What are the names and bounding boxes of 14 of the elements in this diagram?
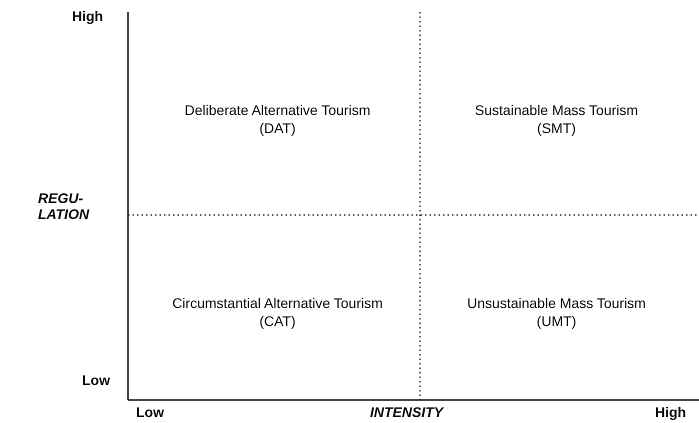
axis-tick-label: Low <box>136 404 164 420</box>
quadrant-label: (DAT) <box>259 118 296 136</box>
quadrant-label: (UMT) <box>536 312 576 330</box>
quadrant-label: Unsustainable Mass Tourism <box>467 294 646 312</box>
axis-tick-label: Low <box>82 372 110 388</box>
axis-tick-label: High <box>655 404 686 420</box>
quadrant-label: Deliberate Alternative Tourism <box>184 100 370 118</box>
quadrant-label: (CAT) <box>259 312 296 330</box>
quadrant-label: (SMT) <box>537 118 576 136</box>
axis-tick-label: High <box>72 8 104 24</box>
quadrant-label: Sustainable Mass Tourism <box>474 100 638 118</box>
axis-title: INTENSITY <box>370 404 444 420</box>
quadrant-label: Circumstantial Alternative Tourism <box>172 294 383 312</box>
axis-title: REGU- LATION <box>38 190 90 222</box>
